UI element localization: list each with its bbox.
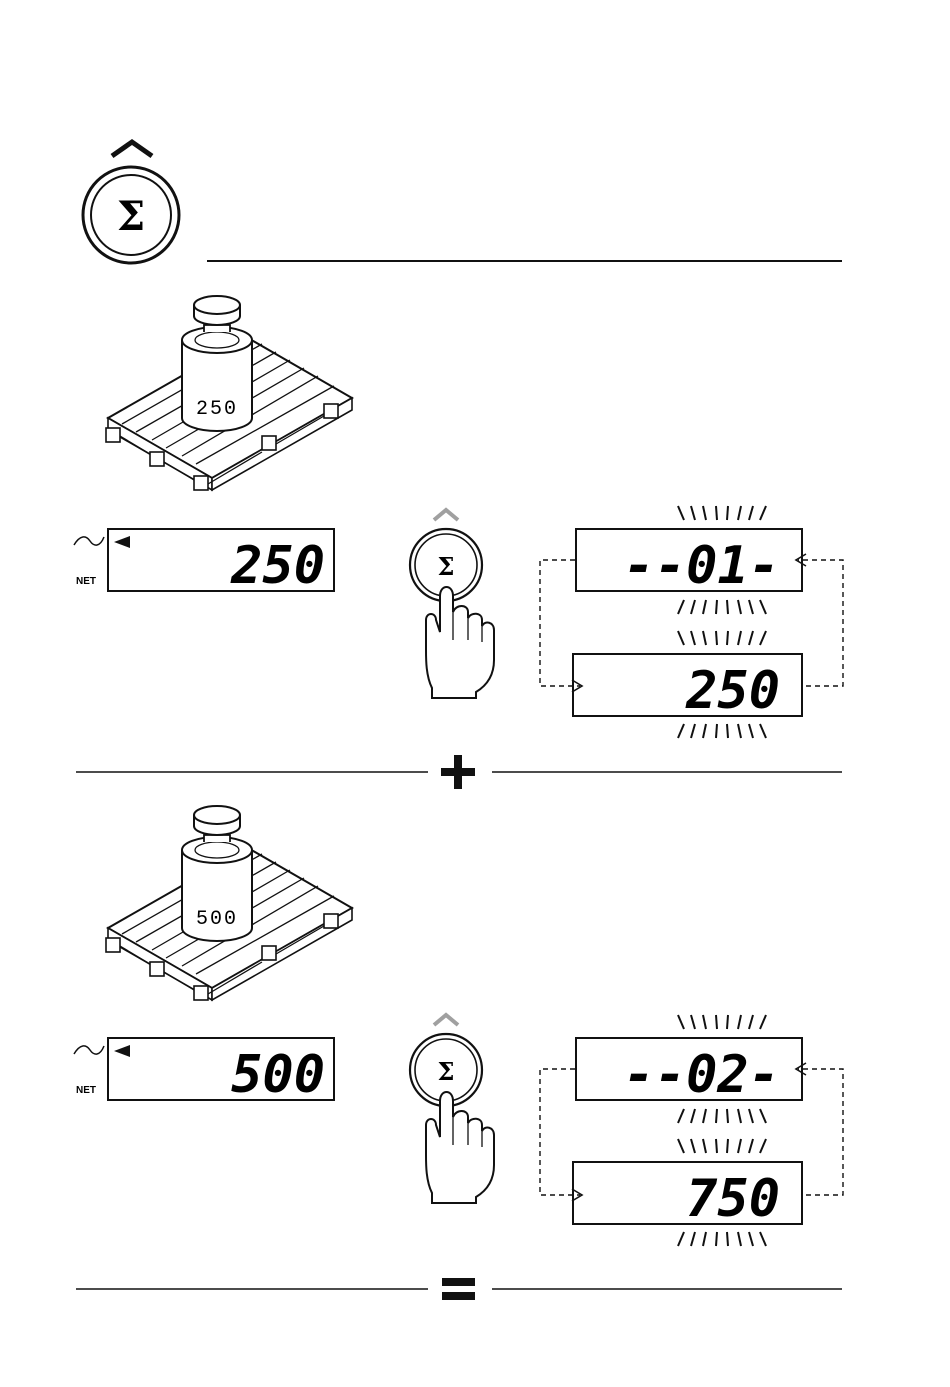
flash-rays-icon [678,1015,766,1029]
total-value: 250 [685,661,780,721]
flash-rays-icon [678,631,766,645]
count-display: --01- [576,506,802,614]
display-value: 500 [231,1045,325,1105]
tilde-icon [74,1046,104,1054]
sigma-button[interactable]: Σ [410,510,494,698]
flash-rays-icon [678,600,766,614]
sigma-key-symbol: Σ [117,193,145,240]
count-display: --02- [576,1015,802,1123]
total-value: 750 [686,1169,780,1229]
weight-label: 500 [196,908,238,931]
pallet-weight-illustration: 250 [106,296,352,490]
flash-rays-icon [678,506,766,520]
step-1: 250 NET 250 Σ --01- 250 [74,296,843,738]
total-display: 250 [573,631,802,738]
equals-icon [442,1278,475,1300]
flash-rays-icon [678,1139,766,1153]
flash-rays-icon [678,1232,766,1246]
total-display: 750 [573,1139,802,1246]
sigma-key-icon: Σ [83,167,179,263]
net-label: NET [76,1085,96,1096]
step-2: 500 NET 500 Σ --02- 750 [74,806,843,1246]
separator-equals [76,1278,842,1300]
flash-rays-icon [678,1109,766,1123]
count-value: --01- [623,536,780,596]
sigma-button-symbol: Σ [438,552,455,581]
count-value: --02- [623,1045,780,1105]
pallet-weight-illustration: 500 [106,806,352,1000]
net-label: NET [76,576,96,587]
header-sigma-key: Σ [83,142,842,263]
display-value: 250 [230,536,325,596]
sigma-button-symbol: Σ [438,1057,455,1086]
separator-plus [76,755,842,789]
tilde-icon [74,537,104,545]
weight-label: 250 [196,398,238,421]
scale-display: NET 250 [74,529,334,596]
plus-icon [441,755,475,789]
flash-rays-icon [678,724,766,738]
caret-up-icon [112,142,152,156]
sigma-button[interactable]: Σ [410,1015,494,1203]
scale-display: NET 500 [74,1038,334,1105]
